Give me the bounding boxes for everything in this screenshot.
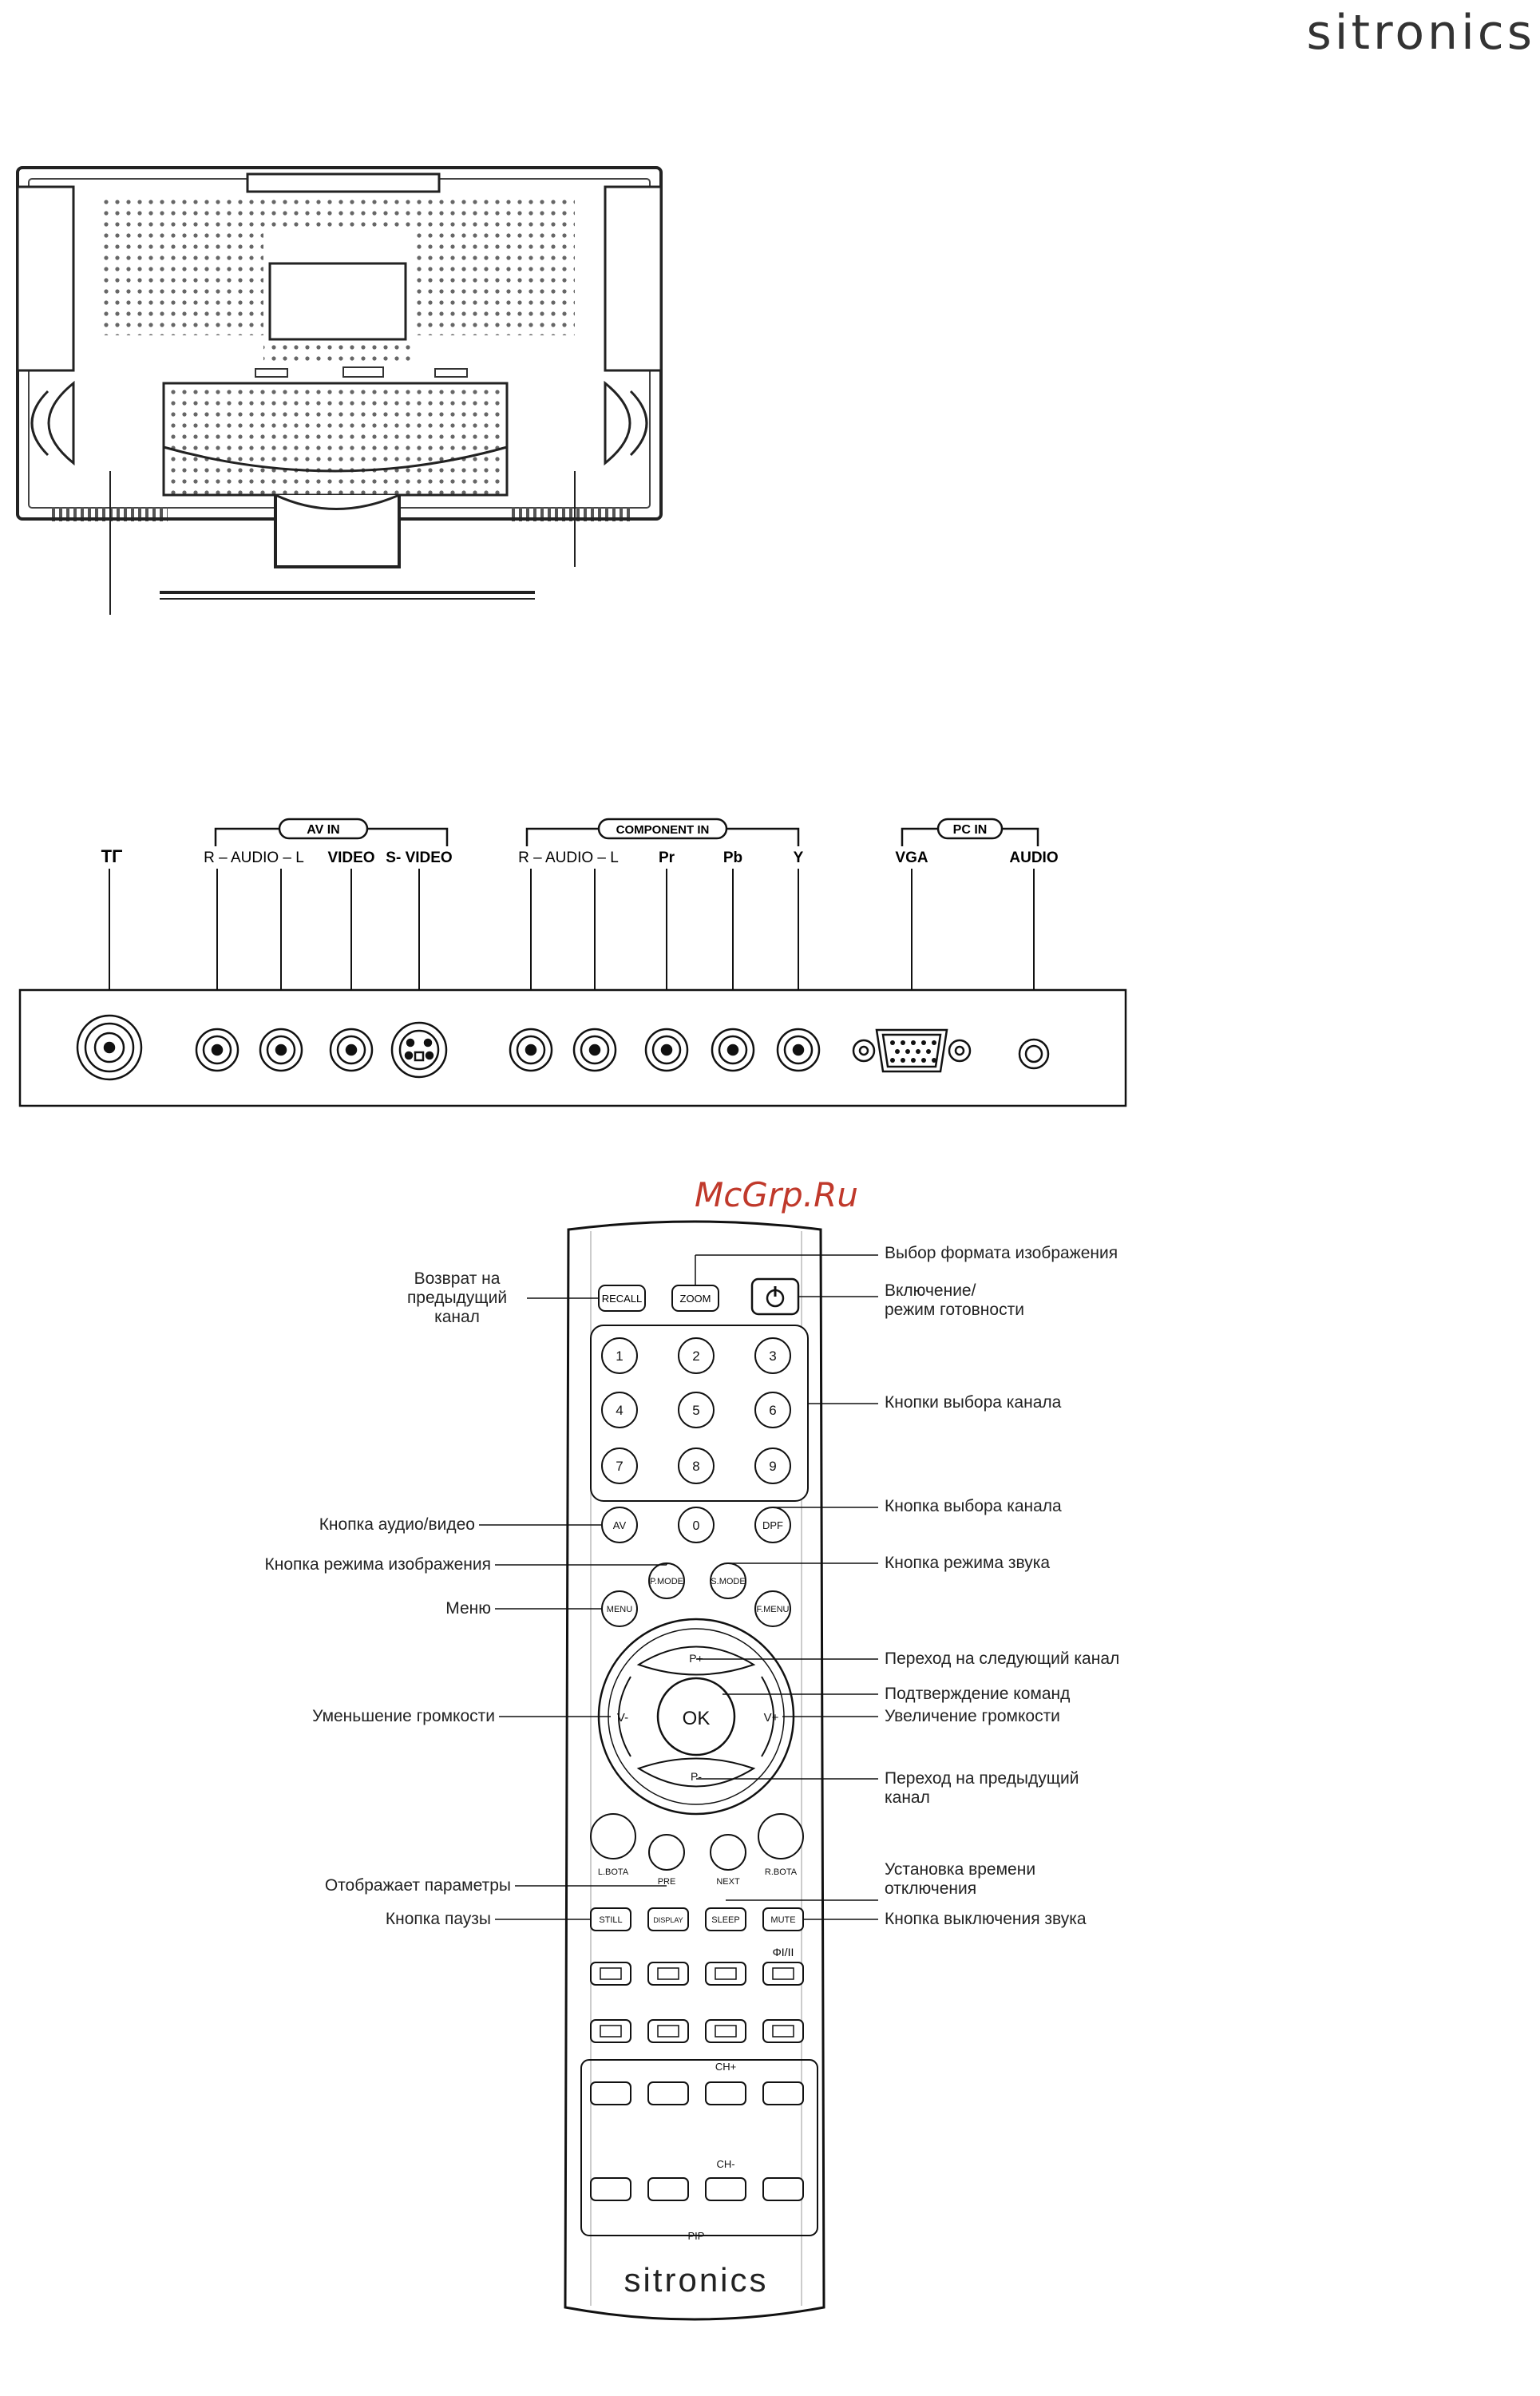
av-button[interactable]: AV bbox=[613, 1519, 627, 1531]
ch-plus-label: CH+ bbox=[715, 2061, 736, 2073]
recall-button[interactable]: RECALL bbox=[602, 1293, 643, 1305]
digit-9-button[interactable]: 9 bbox=[769, 1459, 776, 1474]
next-button[interactable]: NEXT bbox=[716, 1877, 740, 1887]
comp-audio-label: R – AUDIO – L bbox=[518, 849, 619, 866]
callout-dpf: Кнопка выбора канала bbox=[885, 1497, 1062, 1515]
callout-menu: Меню bbox=[445, 1599, 491, 1618]
digit-7-button[interactable]: 7 bbox=[616, 1459, 623, 1474]
group-pc-in: PC IN bbox=[953, 823, 988, 837]
callout-p-minus: Переход на предыдущий канал bbox=[885, 1769, 1079, 1807]
antenna-label: ΤΓ bbox=[101, 846, 123, 866]
callout-still: Кнопка паузы bbox=[385, 1910, 491, 1928]
digit-5-button[interactable]: 5 bbox=[692, 1403, 699, 1418]
callout-v-minus: Уменьшение громкости bbox=[312, 1707, 495, 1725]
menu-button[interactable]: MENU bbox=[607, 1605, 632, 1614]
dual-label: ΦI/II bbox=[773, 1946, 794, 1958]
group-component-in: COMPONENT IN bbox=[616, 823, 710, 837]
display-button[interactable]: DISPLAY bbox=[653, 1916, 683, 1924]
callout-recall: Возврат на предыдущий канал bbox=[406, 1269, 508, 1326]
av-audio-label: R – AUDIO – L bbox=[204, 849, 304, 866]
r-bota-button[interactable]: R.BOTA bbox=[765, 1867, 798, 1877]
l-bota-button[interactable]: L.BOTA bbox=[598, 1867, 629, 1877]
group-av-in: AV IN bbox=[307, 823, 339, 837]
callout-zoom: Выбор формата изображения bbox=[885, 1244, 1118, 1262]
mute-button[interactable]: MUTE bbox=[770, 1915, 795, 1925]
rca-jacks bbox=[195, 1028, 821, 1072]
smode-button[interactable]: S.MODE bbox=[711, 1577, 745, 1586]
power-icon bbox=[766, 1286, 785, 1308]
pc-vga-label: VGA bbox=[895, 849, 928, 866]
zoom-button[interactable]: ZOOM bbox=[680, 1293, 711, 1305]
digit-2-button[interactable]: 2 bbox=[692, 1348, 699, 1364]
digit-4-button[interactable]: 4 bbox=[616, 1403, 623, 1418]
callout-digits: Кнопки выбора канала bbox=[885, 1393, 1062, 1412]
callout-p-plus: Переход на следующий канал bbox=[885, 1649, 1120, 1668]
av-video-label: VIDEO bbox=[327, 849, 374, 866]
remote-logo: sitronics bbox=[624, 2261, 768, 2299]
pip-label: PIP bbox=[688, 2230, 705, 2242]
v-minus-button[interactable]: V- bbox=[617, 1711, 628, 1725]
comp-pr-label: Pr bbox=[659, 849, 675, 866]
pip-buttons[interactable] bbox=[590, 2081, 804, 2201]
watermark: McGrp.Ru bbox=[695, 1175, 858, 1214]
fmenu-button[interactable]: F.MENU bbox=[757, 1605, 790, 1614]
callout-mute: Кнопка выключения звука bbox=[885, 1910, 1087, 1928]
callout-power: Включение/ режим готовности bbox=[885, 1281, 1024, 1319]
av-svideo-label: S- VIDEO bbox=[386, 849, 452, 866]
callout-ok: Подтверждение команд bbox=[885, 1685, 1071, 1703]
pc-audio-label: AUDIO bbox=[1009, 849, 1058, 866]
callout-smode: Кнопка режима звука bbox=[885, 1554, 1051, 1572]
digit-6-button[interactable]: 6 bbox=[769, 1403, 776, 1418]
digit-8-button[interactable]: 8 bbox=[692, 1459, 699, 1474]
brand-logo: sitronics bbox=[1306, 5, 1535, 61]
callout-v-plus: Увеличение громкости bbox=[885, 1707, 1060, 1725]
comp-pb-label: Pb bbox=[723, 849, 742, 866]
remote-control-figure: RECALL ZOOM 1 2 3 4 5 6 7 8 9 AV 0 DPF P… bbox=[479, 1220, 878, 2321]
comp-y-label: Y bbox=[794, 849, 804, 866]
digit-1-button[interactable]: 1 bbox=[616, 1348, 623, 1364]
pmode-button[interactable]: P.MODE bbox=[650, 1577, 683, 1586]
callout-pmode: Кнопка режима изображения bbox=[264, 1555, 491, 1574]
v-plus-button[interactable]: V+ bbox=[764, 1711, 779, 1725]
callout-av: Кнопка аудио/видео bbox=[319, 1515, 475, 1534]
digit-3-button[interactable]: 3 bbox=[769, 1348, 776, 1364]
ch-minus-label: CH- bbox=[716, 2158, 734, 2170]
dpf-button[interactable]: DPF bbox=[762, 1519, 783, 1531]
pre-button[interactable]: PRE bbox=[658, 1877, 676, 1887]
callout-display: Отображает параметры bbox=[324, 1876, 511, 1895]
callout-sleep: Установка времени отключения bbox=[885, 1860, 1036, 1898]
tv-rear-view-figure bbox=[16, 166, 663, 615]
still-button[interactable]: STILL bbox=[599, 1915, 622, 1925]
sleep-button[interactable]: SLEEP bbox=[711, 1915, 739, 1925]
digit-0-button[interactable]: 0 bbox=[693, 1519, 700, 1533]
ok-button[interactable]: OK bbox=[683, 1708, 711, 1729]
p-plus-button[interactable]: P+ bbox=[689, 1652, 703, 1665]
connector-panel-figure: AV IN COMPONENT IN PC IN ΤΓ R – AUDIO – … bbox=[18, 818, 1127, 1107]
p-minus-button[interactable]: P- bbox=[691, 1770, 702, 1783]
